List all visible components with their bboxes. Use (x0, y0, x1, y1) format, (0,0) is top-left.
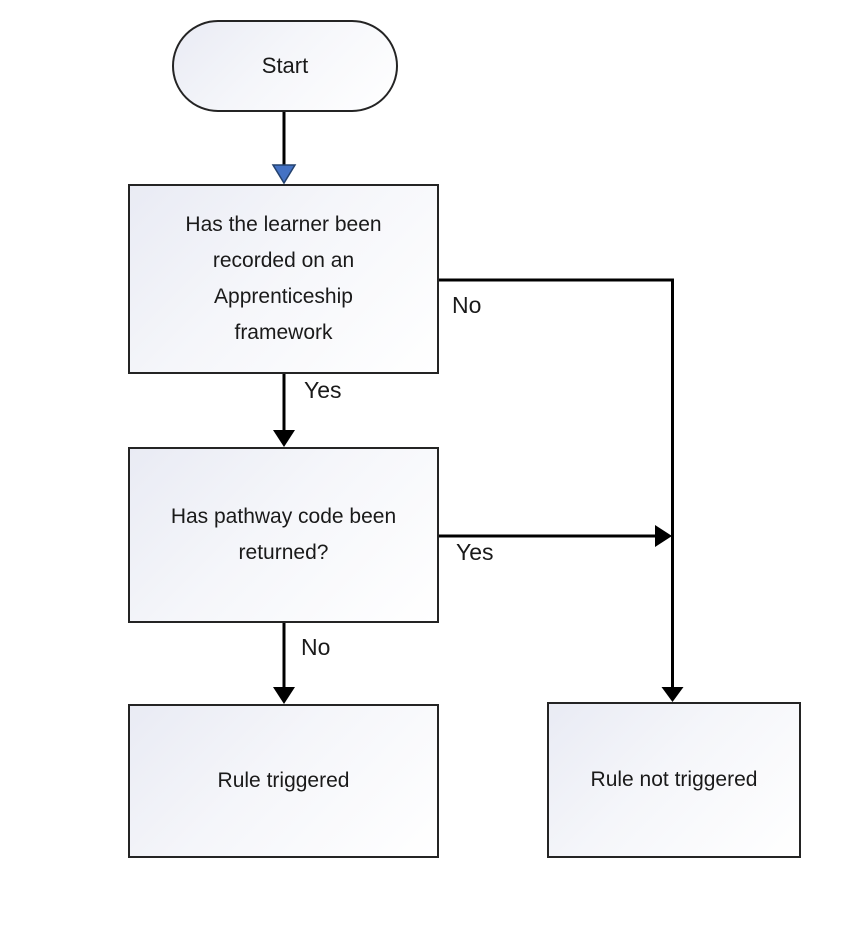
connector-decision1-no (439, 278, 674, 688)
decision-apprenticeship-framework-node: Has the learner been recorded on an Appr… (128, 184, 439, 374)
rule-not-triggered-label: Rule not triggered (590, 767, 758, 791)
start-node: Start (172, 20, 398, 112)
arrowhead-down-icon (273, 687, 295, 704)
decision-pathway-code-label: Has pathway code been returned? (170, 504, 397, 564)
edge-label-decision2-no: No (301, 634, 331, 660)
start-node-label: Start (261, 53, 309, 79)
arrowhead-right-icon (655, 525, 672, 547)
edge-label-decision1-no: No (452, 292, 482, 318)
rule-triggered-label: Rule triggered (217, 768, 350, 792)
arrowhead-down-icon (273, 430, 295, 447)
arrowhead-down-icon (661, 687, 684, 702)
decision-apprenticeship-framework-label: Has the learner been recorded on an Appr… (185, 212, 382, 345)
edge-label-decision1-yes: Yes (304, 377, 342, 403)
rule-not-triggered-node: Rule not triggered (547, 702, 801, 858)
edge-label-decision2-yes: Yes (456, 539, 494, 565)
decision-pathway-code-node: Has pathway code been returned? (128, 447, 439, 623)
arrowhead-down-blue-icon (271, 164, 297, 185)
rule-triggered-node: Rule triggered (128, 704, 439, 858)
